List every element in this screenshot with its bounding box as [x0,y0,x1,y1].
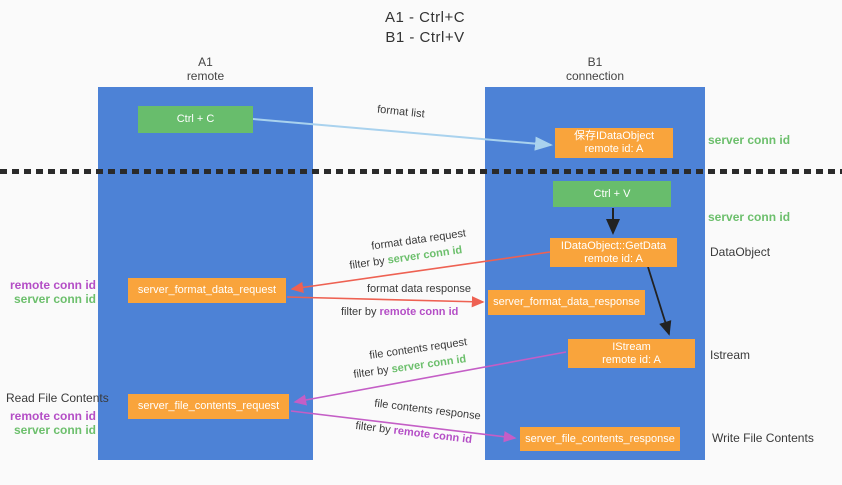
format-data-request-filter-label: filter by server conn id [349,244,463,272]
istream-label: Istream [710,348,751,362]
getdata-line1: IDataObject::GetData [560,239,667,252]
ctrl-c-node: Ctrl + C [138,106,253,133]
file-contents-response-label: file contents response [373,397,482,423]
filter-by-text: filter by [348,254,389,272]
idataobject-getdata-node: IDataObject::GetData remote id: A [550,238,677,267]
write-file-contents-label: Write File Contents [712,431,814,445]
conn-id-labels-upper-left: remote conn id server conn id [8,278,96,306]
server-file-contents-request-label: server_file_contents_request [137,400,280,412]
right-column-header: B1 connection [485,55,705,83]
format-data-response-label: format data response [367,283,471,295]
server-file-contents-response-label: server_file_contents_response [525,432,675,445]
istream-line1: IStream [612,340,651,353]
server-conn-id-label-mid-right: server conn id [708,210,791,224]
filter-by-text: filter by [341,306,380,318]
format-list-label: format list [376,103,426,121]
server-format-data-request-label: server_format_data_request [137,284,277,296]
getdata-line2: remote id: A [584,252,643,265]
server-file-contents-request-node: server_file_contents_request [128,394,289,419]
server-conn-id-label-upper-left: server conn id [13,292,96,306]
istream-line2: remote id: A [602,353,661,366]
remote-conn-id-text: remote conn id [379,306,459,318]
server-conn-id-label-lower-left: server conn id [13,423,96,437]
remote-conn-id-label-lower-left: remote conn id [9,409,96,423]
server-format-data-response-node: server_format_data_response [488,290,645,315]
filter-by-text: filter by [354,419,395,437]
left-column-header: A1 remote [98,55,313,83]
title-line-2: B1 - Ctrl+V [385,29,465,46]
save-idataobject-line2: remote id: A [584,143,644,155]
right-column-name: B1 [587,55,603,69]
ctrl-c-label: Ctrl + C [176,113,215,125]
left-column-subtitle: remote [186,69,225,83]
remote-conn-id-label-upper-left: remote conn id [9,278,96,292]
read-file-contents-label: Read File Contents [6,391,109,405]
save-idataobject-line1: 保存IDataObject [573,130,655,142]
conn-id-labels-lower-left: remote conn id server conn id [8,409,96,437]
ctrl-v-node: Ctrl + V [553,181,671,207]
dataobject-label: DataObject [710,245,771,259]
filter-by-text: filter by [352,363,393,381]
format-data-response-filter-label: filter by remote conn id [341,306,458,318]
format-data-response-arrow [286,296,485,308]
istream-node: IStream remote id: A [568,339,695,368]
server-format-data-response-label: server_format_data_response [493,296,640,308]
server-format-data-request-node: server_format_data_request [128,278,286,303]
save-idataobject-node: 保存IDataObject remote id: A [555,128,673,158]
remote-conn-id-text: remote conn id [392,424,473,447]
left-column-name: A1 [198,55,213,69]
ctrl-v-label: Ctrl + V [593,187,631,200]
title-line-1: A1 - Ctrl+C [384,9,466,26]
server-conn-id-label-top-right: server conn id [708,133,791,147]
file-contents-response-filter-label: filter by remote conn id [355,420,473,446]
diagram-title: A1 - Ctrl+C B1 - Ctrl+V [340,8,510,48]
right-column-subtitle: connection [565,69,625,83]
phase-divider-dotted-line [0,169,842,174]
server-file-contents-response-node: server_file_contents_response [520,427,680,451]
